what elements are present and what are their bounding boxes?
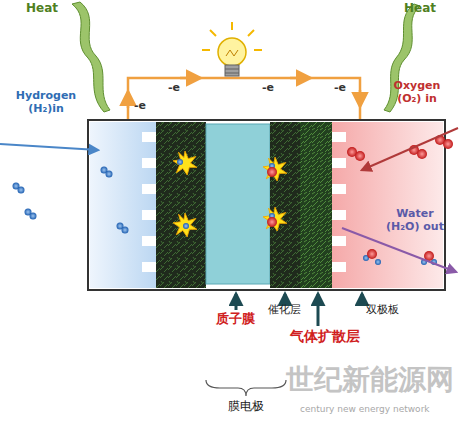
- circuit-wire: [128, 78, 360, 120]
- reaction-spark: [263, 157, 287, 181]
- part-name: 催化层: [268, 304, 301, 317]
- electron-label: -e: [334, 82, 346, 95]
- flow-channel: [142, 132, 156, 272]
- electron-arrow: [359, 90, 362, 106]
- oxygen-molecule: [267, 135, 453, 261]
- cathode-catalyst-layer: [270, 122, 300, 288]
- inflow-label: Hydrogen (H₂)in: [10, 90, 82, 115]
- electron-arrow: [127, 92, 130, 108]
- heat-label: Heat: [26, 2, 58, 16]
- watermark: 世纪新能源网: [286, 364, 454, 396]
- reaction-spark: [173, 213, 197, 237]
- electron-arrow: [290, 77, 310, 80]
- anode-bipolar-plate: [90, 122, 156, 288]
- gas-diffusion-layer: [300, 122, 332, 288]
- hydrogen-inflow-arrow: [0, 144, 98, 150]
- oxygen-inflow-arrow: [362, 128, 458, 170]
- water-outflow-arrow: [342, 228, 456, 272]
- proton-membrane: [206, 124, 270, 284]
- light-bulb: [202, 22, 262, 76]
- electron-label: -e: [168, 82, 180, 95]
- flow-channel: [332, 132, 346, 272]
- anode-catalyst-layer: [156, 122, 206, 288]
- cell-housing: [88, 120, 445, 290]
- reaction-spark: [263, 207, 287, 231]
- electron-label: -e: [262, 82, 274, 95]
- watermark: century new energy network: [300, 404, 430, 414]
- outflow-label: Water (H₂O) out: [380, 208, 450, 233]
- reaction-spark: [173, 151, 197, 175]
- part-name: 膜电极: [228, 400, 264, 414]
- part-name: 质子膜: [216, 312, 255, 327]
- hydrogen-molecule: [13, 159, 438, 265]
- bracket: [206, 380, 286, 396]
- inflow-label: Oxygen (O₂) in: [384, 80, 450, 105]
- cathode-bipolar-plate: [332, 122, 443, 288]
- electron-label: -e: [134, 100, 146, 113]
- heat-label: Heat: [404, 2, 436, 16]
- part-name: 气体扩散层: [290, 328, 360, 344]
- electron-arrow: [180, 77, 200, 80]
- heat-wave: [72, 2, 420, 112]
- part-name: 双极板: [366, 304, 399, 317]
